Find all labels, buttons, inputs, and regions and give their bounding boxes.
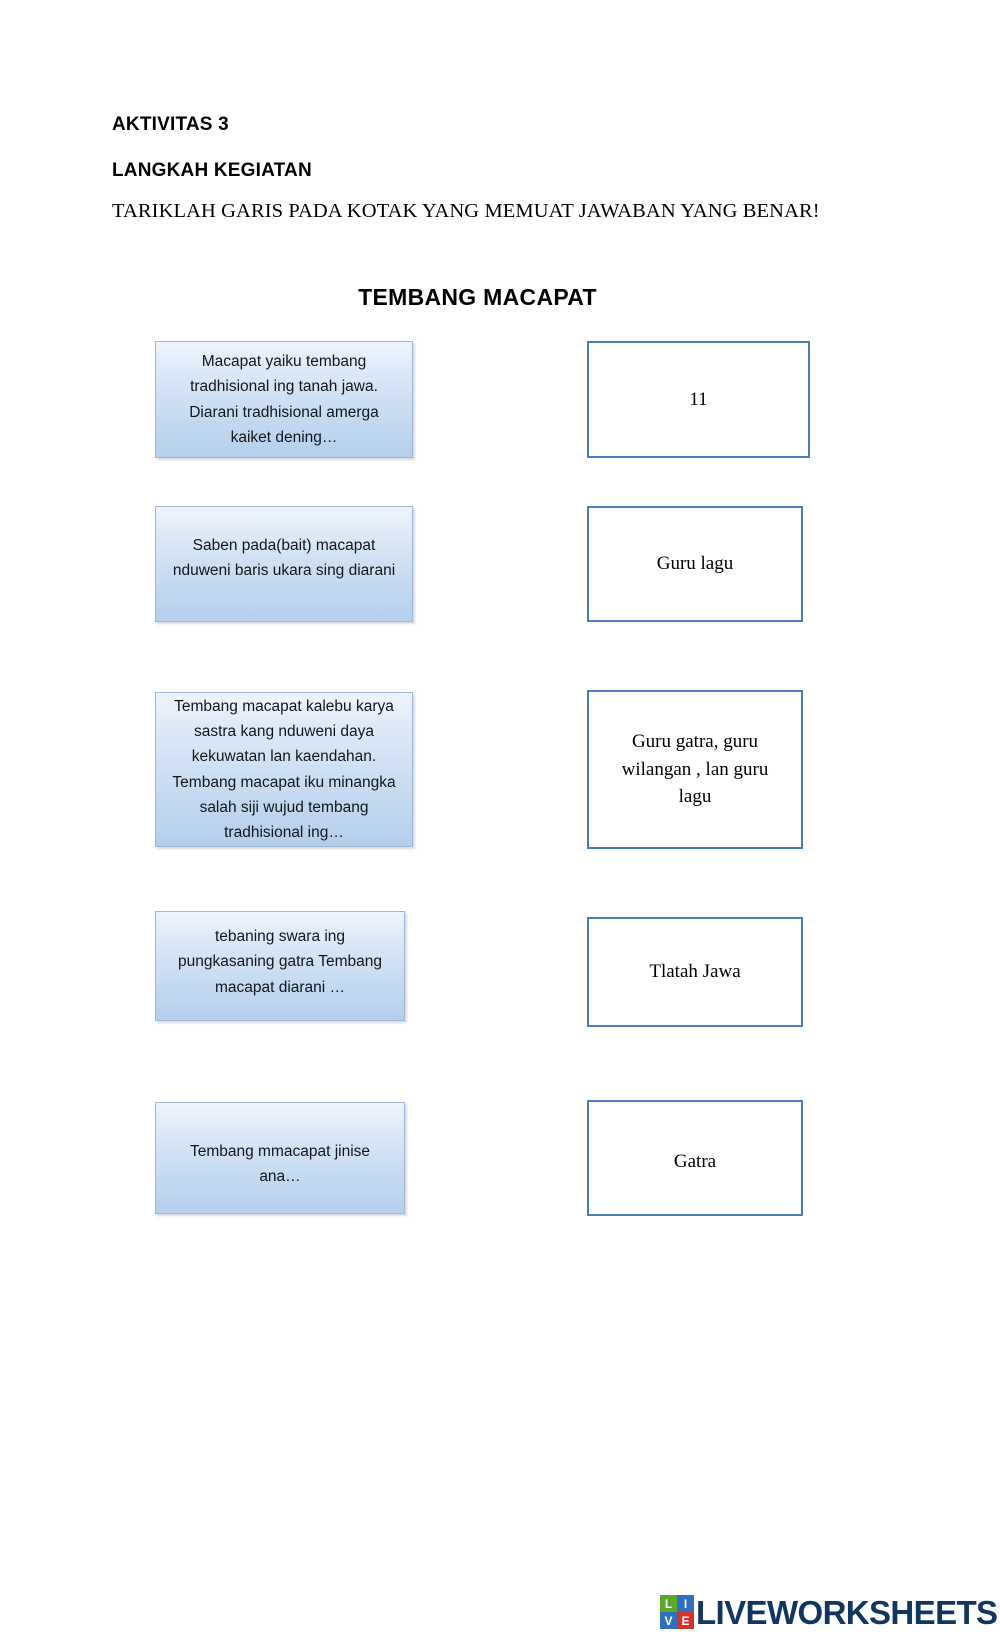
answer-text: Gatra bbox=[673, 1151, 717, 1173]
steps-heading: LANGKAH KEGIATAN bbox=[112, 160, 312, 181]
answer-box-4[interactable]: Tlatah Jawa bbox=[587, 917, 803, 1027]
answer-text: Guru lagu bbox=[656, 553, 734, 575]
logo-letter-v-icon: V bbox=[660, 1612, 677, 1629]
section-title: TEMBANG MACAPAT bbox=[358, 284, 597, 310]
prompt-box-1[interactable]: Macapat yaiku tembang tradhisional ing t… bbox=[155, 341, 413, 458]
prompt-box-3[interactable]: Tembang macapat kalebu karya sastra kang… bbox=[155, 692, 413, 847]
answer-box-3[interactable]: Guru gatra, guru wilangan , lan guru lag… bbox=[587, 690, 803, 849]
answer-text: 11 bbox=[689, 388, 708, 410]
liveworksheets-logo-mark: L I V E bbox=[660, 1595, 694, 1629]
prompt-box-5[interactable]: Tembang mmacapat jinise ana… bbox=[155, 1102, 405, 1214]
logo-letter-e-icon: E bbox=[677, 1612, 694, 1629]
prompt-text: Saben pada(bait) macapat nduweni baris u… bbox=[172, 536, 396, 579]
prompt-text: tebaning swara ing pungkasaning gatra Te… bbox=[178, 928, 382, 996]
answer-box-5[interactable]: Gatra bbox=[587, 1100, 803, 1216]
prompt-text: Tembang mmacapat jinise ana… bbox=[189, 1142, 371, 1185]
instruction-text: TARIKLAH GARIS PADA KOTAK YANG MEMUAT JA… bbox=[112, 200, 820, 222]
logo-letter-i-icon: I bbox=[677, 1595, 694, 1612]
answer-text: Guru gatra, guru wilangan , lan guru lag… bbox=[621, 731, 769, 808]
liveworksheets-logo[interactable]: L I V E LIVEWORKSHEETS bbox=[660, 1592, 998, 1632]
activity-title: AKTIVITAS 3 bbox=[112, 114, 229, 135]
prompt-box-4[interactable]: tebaning swara ing pungkasaning gatra Te… bbox=[155, 911, 405, 1021]
answer-text: Tlatah Jawa bbox=[649, 961, 741, 983]
prompt-box-2[interactable]: Saben pada(bait) macapat nduweni baris u… bbox=[155, 506, 413, 622]
logo-letter-l-icon: L bbox=[660, 1595, 677, 1612]
logo-wordmark: LIVEWORKSHEETS bbox=[696, 1593, 998, 1631]
answer-box-2[interactable]: Guru lagu bbox=[587, 506, 803, 622]
answer-box-1[interactable]: 11 bbox=[587, 341, 810, 458]
prompt-text: Macapat yaiku tembang tradhisional ing t… bbox=[189, 353, 379, 446]
prompt-text: Tembang macapat kalebu karya sastra kang… bbox=[172, 698, 396, 841]
